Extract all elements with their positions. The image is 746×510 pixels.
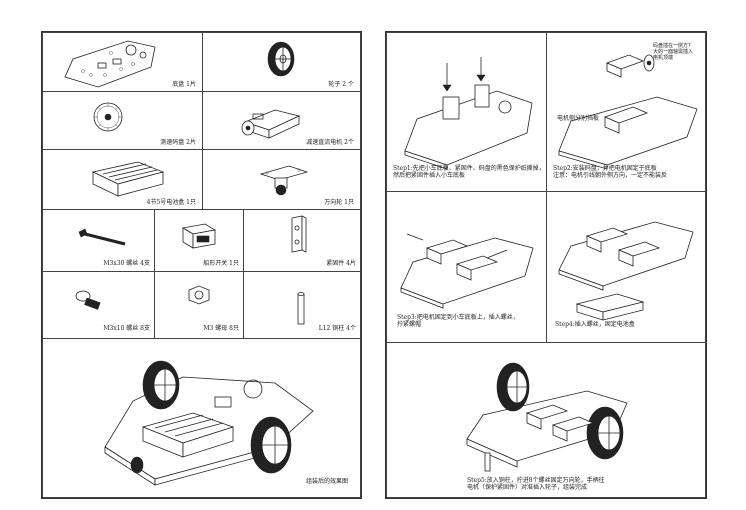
part-label: M3 螺母 8只 [203, 325, 239, 332]
battery-box-icon [91, 161, 165, 197]
step-label: Step1: [393, 165, 413, 172]
step1-illustration [404, 57, 533, 170]
step4-illustration [558, 221, 694, 321]
bracket-icon [291, 215, 307, 253]
parts-list-panel: 底盘 1片 轮子 2 个 测速码盘 2片 减速直流电机 2个 [41, 31, 362, 499]
short-screw-icon [75, 290, 101, 310]
standoff-icon [297, 292, 305, 325]
step5-cell: Step5:放入铜柱，拧进8个螺丝固定万向轮，手柄往 电机（保护紧固件）对准插入… [386, 342, 706, 498]
part-cell-nut: M3 螺母 8只 [154, 271, 244, 339]
part-cell-standoff: L12 铜柱 4个 [243, 271, 361, 339]
rocker-switch-icon [181, 223, 217, 249]
step1-cell: Step1:先把小车底板、紧固件、码盘的黑色保护纸撕掉， 然后把紧固件插入小车底… [386, 32, 547, 192]
step5-illustration [466, 362, 628, 472]
assembled-caption: 组装后的效果图 [305, 478, 348, 485]
part-label: 减速直流电机 2个 [306, 139, 354, 146]
long-screw-icon [78, 228, 126, 246]
part-label: L12 铜柱 4个 [318, 325, 356, 332]
part-label: 测速码盘 2片 [160, 139, 196, 146]
step-label: Step2: [553, 165, 573, 172]
assembly-steps-panel: Step1:先把小车底板、紧固件、码盘的黑色保护纸撕掉， 然后把紧固件插入小车底… [385, 31, 707, 499]
step2-text: Step2:安装码盘，并把电机固定于底板 注意：电机引线朝外侧方向，一定不能装反 [553, 165, 668, 179]
part-label: M3x10 螺丝 8支 [103, 325, 150, 332]
wheel-icon [267, 41, 295, 77]
part-label: 轮子 2 个 [328, 81, 354, 88]
gear-motor-icon [241, 109, 301, 139]
step-label: Step5: [467, 477, 487, 484]
step-label: Step3: [397, 314, 417, 321]
step4-text: Step4:插入螺丝，固定电池盒 [555, 321, 635, 328]
part-label: M3x30 螺丝 4支 [103, 260, 150, 267]
part-cell-long-screw: M3x30 螺丝 4支 [42, 209, 155, 272]
step2-illustration [558, 54, 698, 170]
step-label: Step4: [555, 321, 575, 328]
part-label: 底盘 1片 [172, 81, 196, 88]
step1-text: Step1:先把小车底板、紧固件、码盘的黑色保护纸撕掉， 然后把紧固件插入小车底… [393, 165, 545, 179]
caster-wheel-icon [259, 165, 309, 196]
assembled-view: 组装后的效果图 [42, 338, 361, 498]
part-cell-bracket: 紧固件 4片 [243, 209, 361, 272]
nut-icon [188, 285, 210, 305]
part-cell-battery: 4节5号电池盒 1只 [42, 149, 203, 210]
step3-cell: Step3:把电机固定到小车底板上，插入螺丝， 拧紧螺帽 [386, 191, 547, 343]
step3-text: Step3:把电机固定到小车底板上，插入螺丝， 拧紧螺帽 [397, 314, 519, 328]
part-label: 万向轮 1只 [324, 199, 354, 206]
part-cell-chassis: 底盘 1片 [42, 32, 203, 92]
part-label: 紧固件 4片 [326, 260, 356, 267]
part-cell-motor: 减速直流电机 2个 [202, 91, 361, 150]
step4-cell: Step4:插入螺丝，固定电池盒 [546, 191, 706, 343]
step3-illustration [400, 233, 534, 309]
assembled-car-illustration [104, 360, 314, 486]
part-cell-caster: 万向轮 1只 [202, 149, 361, 210]
part-cell-short-screw: M3x10 螺丝 8支 [42, 271, 155, 339]
part-label: 船形开关 1只 [203, 260, 239, 267]
encoder-disc-icon [93, 102, 123, 132]
part-label: 4节5号电池盒 1只 [146, 199, 196, 206]
part-cell-encoder: 测速码盘 2片 [42, 91, 203, 150]
step5-text: Step5:放入铜柱，拧进8个螺丝固定万向轮，手柄往 电机（保护紧固件）对准插入… [467, 477, 605, 491]
step2-motor-note: 电机侧分别挡板 [557, 115, 600, 122]
part-cell-switch: 船形开关 1只 [154, 209, 244, 272]
part-cell-wheel: 轮子 2 个 [202, 32, 361, 92]
step2-cell: 码盘插在一侧方？ 大的一面轴需插入 电机顶端 电机侧分别挡板 Step2:安装码… [546, 32, 706, 192]
step2-top-note: 码盘插在一侧方？ 大的一面轴需插入 电机顶端 [653, 43, 694, 61]
chassis-plate-icon [64, 40, 156, 88]
